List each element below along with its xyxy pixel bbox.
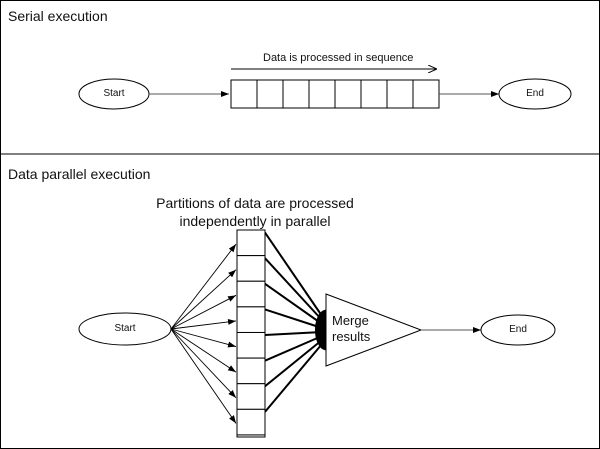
fan-in-line xyxy=(264,308,323,329)
partition-cell xyxy=(236,280,266,308)
serial-sequence-caption: Data is processed in sequence xyxy=(263,52,414,64)
parallel-caption-line2: independently in parallel xyxy=(179,213,331,229)
merge-label-line2: results xyxy=(332,329,371,344)
partition-cell xyxy=(236,255,266,282)
serial-end-label: End xyxy=(526,88,544,99)
serial-start-label: Start xyxy=(103,88,125,99)
serial-data-cell xyxy=(334,79,362,109)
parallel-end-node xyxy=(480,314,556,346)
serial-data-cell xyxy=(256,79,284,109)
partition-cell-cap xyxy=(236,434,266,438)
fan-out-arrows xyxy=(170,243,237,424)
merge-results-label: Merge results xyxy=(332,313,370,345)
fan-in-line xyxy=(264,343,323,413)
fan-out-arrow xyxy=(170,328,237,348)
fan-in-line xyxy=(264,231,323,317)
partition-cell xyxy=(236,331,266,359)
partition-cell xyxy=(236,306,266,333)
parallel-partition-caption: Partitions of data are processed indepen… xyxy=(150,194,360,230)
fan-in-line xyxy=(264,257,323,321)
serial-data-cell xyxy=(412,79,440,109)
serial-end-node xyxy=(498,78,572,110)
fan-out-arrow xyxy=(170,269,237,330)
serial-data-block xyxy=(230,79,440,109)
fan-out-arrow xyxy=(170,318,237,330)
parallel-end-label: End xyxy=(509,324,527,335)
partition-cell xyxy=(236,408,266,436)
fan-in-line xyxy=(264,339,323,388)
serial-data-cell xyxy=(308,79,336,109)
parallel-caption-line1: Partitions of data are processed xyxy=(156,195,354,211)
merge-label-line1: Merge xyxy=(332,313,369,328)
merge-join-blob xyxy=(315,309,327,351)
partition-cell xyxy=(236,383,266,410)
partition-cell xyxy=(236,357,266,385)
serial-data-cell xyxy=(386,79,414,109)
parallel-start-label: Start xyxy=(114,323,136,334)
parallel-partition-column xyxy=(236,229,266,438)
fan-in-line xyxy=(264,331,323,337)
fan-in-lines xyxy=(264,231,323,413)
fan-out-arrow xyxy=(170,328,237,399)
parallel-execution-title: Data parallel execution xyxy=(8,166,151,182)
fan-out-arrow xyxy=(170,328,237,373)
serial-data-cell xyxy=(282,79,310,109)
fan-out-arrow xyxy=(170,294,237,330)
partition-cell xyxy=(236,229,266,257)
serial-data-cell xyxy=(360,79,388,109)
fan-in-line xyxy=(264,335,323,362)
fan-out-arrow xyxy=(170,328,237,424)
fan-out-arrow xyxy=(170,243,237,330)
fan-in-line xyxy=(264,282,323,325)
serial-execution-title: Serial execution xyxy=(8,8,108,24)
serial-data-cell xyxy=(230,79,258,109)
